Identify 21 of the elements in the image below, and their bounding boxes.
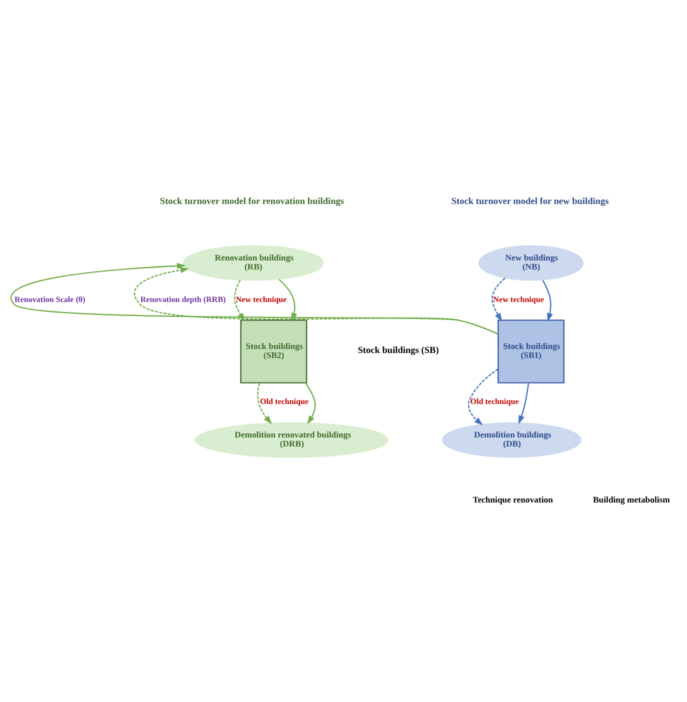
arrow <box>305 382 316 424</box>
node-ellipse: Demolition buildings (DB) <box>442 422 582 458</box>
arrow <box>134 266 498 334</box>
node-box: Stock buildings (SB2) <box>240 319 308 383</box>
arrow <box>257 382 272 424</box>
arrow <box>492 277 506 322</box>
node-ellipse: New buildings (NB) <box>478 244 584 280</box>
legend-label: Building metabolism <box>593 494 670 504</box>
legend-label: Technique renovation <box>472 494 553 504</box>
node-ellipse: Renovation buildings (RB) <box>182 244 324 280</box>
arrow <box>468 368 498 425</box>
label: Stock turnover model for new buildings <box>451 196 609 207</box>
node-box: Stock buildings (SB1) <box>498 319 564 383</box>
label: Stock turnover model for renovation buildings <box>160 196 344 207</box>
label: Stock buildings (SB) <box>358 346 439 356</box>
arrow <box>518 382 530 424</box>
arrow <box>234 279 245 322</box>
arrow <box>542 279 553 322</box>
node-ellipse: Demolition renovated buildings (DRB) <box>194 422 388 458</box>
arrow <box>278 278 298 322</box>
arrow <box>11 262 498 334</box>
